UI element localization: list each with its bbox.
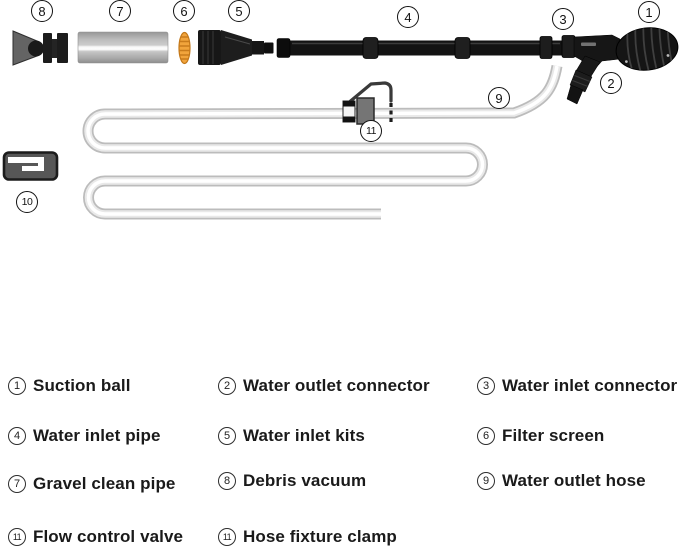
callout-8-debris-vacuum: 8 — [31, 0, 53, 22]
brand-mark — [581, 42, 596, 46]
callout-7-gravel-clean-pipe: 7 — [109, 0, 131, 22]
legend-item-water-outlet-hose: 9 Water outlet hose — [477, 470, 646, 492]
legend-num-circle: 11 — [218, 528, 236, 546]
callout-5-water-inlet-kits: 5 — [228, 0, 250, 22]
legend-item-gravel-clean-pipe: 7 Gravel clean pipe — [8, 473, 176, 495]
legend-label: Hose fixture clamp — [243, 527, 397, 546]
legend-item-flow-control-valve: 11 Flow control valve — [8, 526, 183, 548]
legend-item-water-inlet-pipe: 4 Water inlet pipe — [8, 425, 161, 447]
legend-label: Suction ball — [33, 376, 131, 395]
legend-label: Water inlet kits — [243, 426, 365, 445]
callout-2-water-outlet-connector: 2 — [600, 72, 622, 94]
callout-9-water-outlet-hose: 9 — [488, 87, 510, 109]
legend-label: Debris vacuum — [243, 471, 367, 490]
debris-vacuum-part — [12, 30, 68, 66]
legend-item-debris-vacuum: 8 Debris vacuum — [218, 470, 366, 492]
hose-fixture-clamp-part — [342, 81, 393, 125]
legend-item-water-inlet-connector: 3 Water inlet connector — [477, 375, 677, 397]
callout-4-water-inlet-pipe: 4 — [397, 6, 419, 28]
legend-num-circle: 6 — [477, 427, 495, 445]
filter-screen-part — [178, 31, 191, 65]
legend-item-suction-ball: 1 Suction ball — [8, 375, 131, 397]
hanging-clip-part — [2, 151, 59, 181]
legend-num-circle: 11 — [8, 528, 26, 546]
suction-ball-part — [615, 26, 679, 73]
legend-label: Filter screen — [502, 426, 605, 445]
legend-label: Water outlet connector — [243, 376, 430, 395]
legend-num-circle: 7 — [8, 475, 26, 493]
legend-label: Water inlet pipe — [33, 426, 161, 445]
legend-num-circle: 5 — [218, 427, 236, 445]
legend-item-water-inlet-kits: 5 Water inlet kits — [218, 425, 365, 447]
legend-label: Water inlet connector — [502, 376, 678, 395]
legend-num-circle: 2 — [218, 377, 236, 395]
legend-label: Flow control valve — [33, 527, 184, 546]
diagram-canvas — [2, 26, 679, 220]
water-inlet-pipe-part — [276, 37, 570, 59]
legend-num-circle: 4 — [8, 427, 26, 445]
water-outlet-connector-part — [566, 55, 601, 105]
legend-label: Water outlet hose — [502, 471, 646, 490]
callout-6-filter-screen: 6 — [173, 0, 195, 22]
legend-num-circle: 1 — [8, 377, 26, 395]
callout-11-hose-fixture-clamp: 11 — [360, 120, 382, 142]
legend-item-water-outlet-connector: 2 Water outlet connector — [218, 375, 430, 397]
callout-3-water-inlet-connector: 3 — [552, 8, 574, 30]
water-outlet-hose-part — [82, 64, 563, 220]
callout-10-clip: 10 — [16, 191, 38, 213]
water-inlet-kits-part — [198, 30, 274, 65]
legend-label: Gravel clean pipe — [33, 474, 176, 493]
gravel-clean-pipe-part — [77, 31, 169, 64]
legend-item-hose-fixture-clamp: 11 Hose fixture clamp — [218, 526, 397, 548]
legend-num-circle: 9 — [477, 472, 495, 490]
legend-item-filter-screen: 6 Filter screen — [477, 425, 604, 447]
legend-num-circle: 8 — [218, 472, 236, 490]
callout-1-suction-ball: 1 — [638, 1, 660, 23]
legend-num-circle: 3 — [477, 377, 495, 395]
